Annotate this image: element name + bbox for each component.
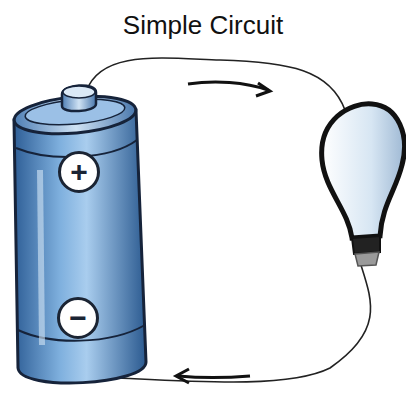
terminal-sign: +	[58, 151, 100, 193]
sign-text: −	[69, 303, 87, 333]
battery	[13, 85, 146, 383]
arrowhead	[176, 369, 189, 383]
light-bulb	[322, 104, 405, 266]
current-arrow	[188, 82, 268, 90]
terminal-sign: −	[57, 297, 99, 339]
arrowhead	[256, 83, 270, 96]
sign-text: +	[70, 157, 88, 187]
current-arrow	[178, 376, 250, 378]
diagram-title: Simple Circuit	[0, 10, 406, 41]
